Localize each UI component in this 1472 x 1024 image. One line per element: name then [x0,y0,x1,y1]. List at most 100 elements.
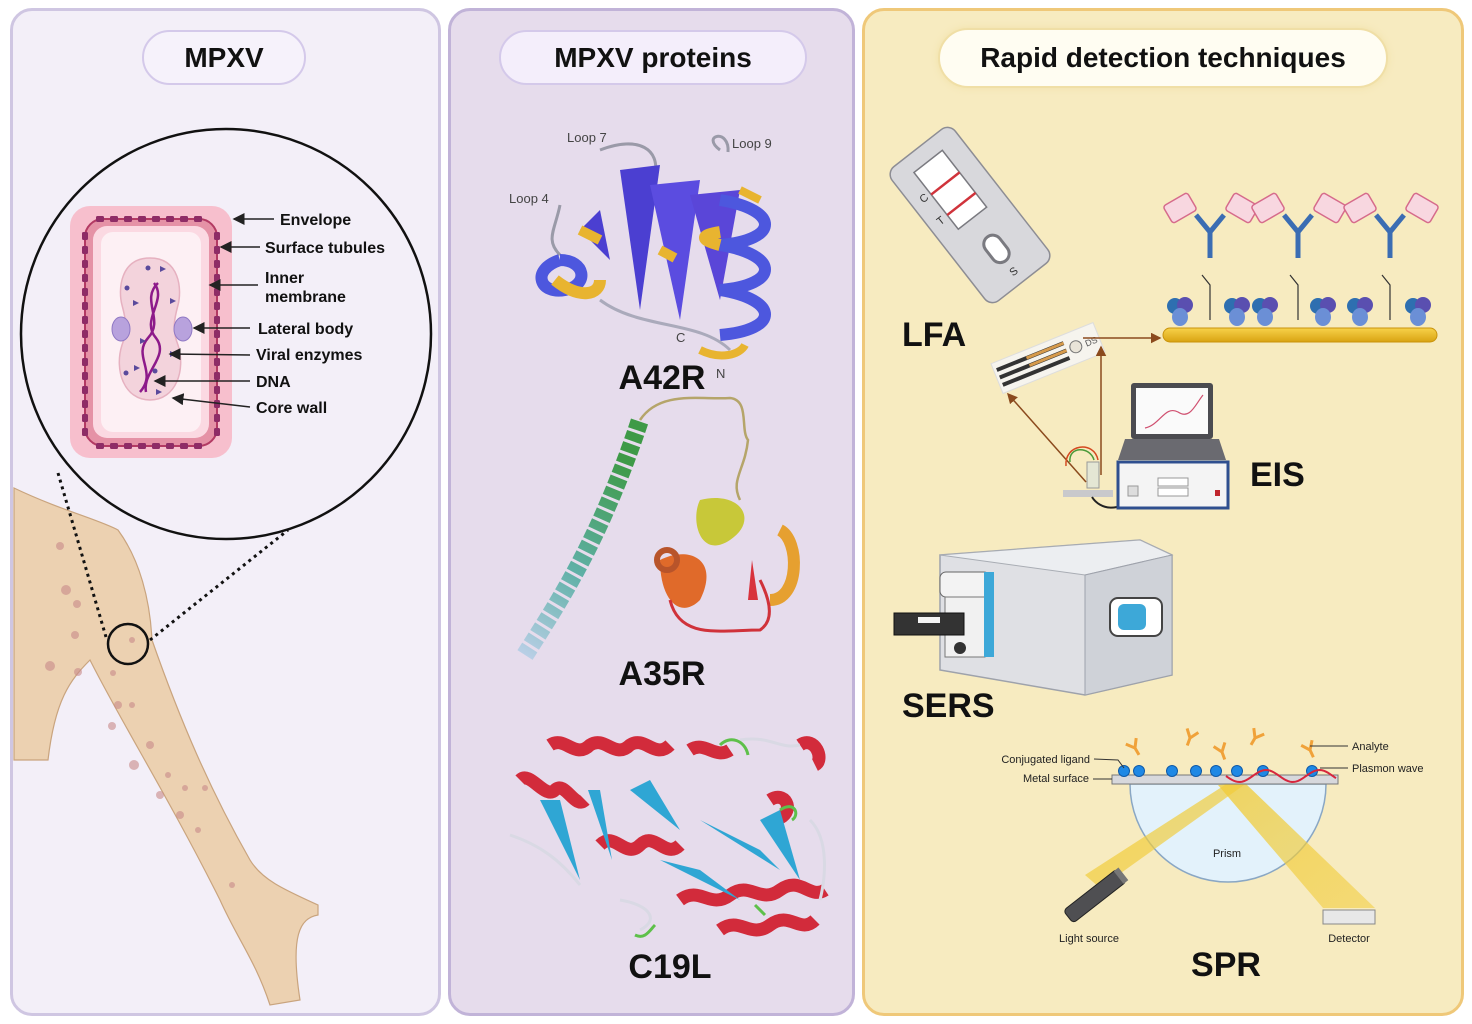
protein-blob [1167,297,1193,326]
core [118,257,182,401]
surface-tubules [82,216,220,449]
tubule [82,372,88,380]
tubule [214,372,220,380]
label-core-wall: Core wall [256,400,327,417]
zoom-guide-line [56,472,108,638]
virion-diagram [70,206,232,458]
ligand [1166,765,1178,777]
ligand [1190,765,1202,777]
virion-label-arrows [153,213,274,408]
tubule [214,400,220,408]
technique-lfa-label: LFA [902,316,966,354]
label-lateral-body: Lateral body [258,321,353,338]
control-line [930,171,961,196]
cysteine-linker [1381,274,1391,320]
tubule [180,443,188,449]
technique-spr-label: SPR [1191,946,1261,984]
lateral-body-right [173,316,193,342]
spr-conjugated-ligand-label: Conjugated ligand [1001,754,1090,766]
cysteine-linker [1289,274,1299,320]
antibody-virus-complexes [1163,192,1439,320]
conjugated-ligands [1118,765,1318,777]
tubule [214,302,220,310]
protein-a35r-label: A35R [619,655,706,693]
protein-blob [1224,297,1250,326]
protein-a42r-label: A42R [619,359,706,397]
tubule [110,216,118,222]
dna-strand [139,282,159,393]
tubule [82,288,88,296]
tubule [214,274,220,282]
tubule [214,414,220,422]
tubule [82,386,88,394]
antibody [1194,213,1226,258]
tubule [82,232,88,240]
label-viral-enzymes: Viral enzymes [256,347,363,364]
tubule [96,216,104,222]
virus-particle [1163,192,1197,224]
label-dna: DNA [256,374,291,391]
antibody-complex [1251,192,1347,320]
technique-sers-label: SERS [902,687,995,725]
panel-title-mpxv: MPXV [142,30,306,85]
tubule [152,443,160,449]
panel-title-detection: Rapid detection techniques [938,28,1388,88]
tubule [124,216,132,222]
analyte [1185,727,1200,747]
light-source [1064,867,1129,923]
tubule [214,386,220,394]
ligand [1231,765,1243,777]
protein-blob [1347,297,1373,326]
tubule [82,260,88,268]
spr-prism-label: Prism [1213,848,1241,860]
spr-detector-label: Detector [1328,933,1370,945]
tubule [214,344,220,352]
a42r-loop-4-label: Loop 4 [509,191,549,206]
tubule [124,443,132,449]
eis-workstation [1063,383,1230,510]
tubule [194,443,202,449]
antibody-complex [1163,192,1259,320]
label-inner-membrane-1: Inner [265,270,304,287]
protein-blob [1405,297,1431,326]
tubule [166,443,174,449]
tubule [214,260,220,268]
impedance-curve [1144,394,1204,429]
protein-blob [1310,297,1336,326]
lesion-focus-circle [106,622,150,666]
tubule [214,246,220,254]
spr-leader-lines [1093,745,1348,780]
lfa-test-strip: C T S [889,126,1051,304]
incident-beam [1085,783,1244,888]
tubule [82,414,88,422]
technique-eis-label: EIS [1250,456,1305,494]
a42r-c-terminus-label: C [676,330,685,345]
tubule [82,316,88,324]
tubule [82,246,88,254]
electrochemical-cell [1086,461,1100,489]
protein-c19l-structure [509,736,829,938]
blocking-proteins [1167,297,1431,326]
ligand [1118,765,1130,777]
detector [1322,909,1376,925]
antibody-complex [1343,192,1439,320]
cysteine-linker [1201,274,1211,320]
analyte [1300,739,1315,758]
protein-c19l-label: C19L [628,948,711,986]
label-inner-membrane-2: membrane [265,289,346,306]
spr-analyte-label: Analyte [1352,741,1389,753]
ligand [1210,765,1222,777]
tubule [152,216,160,222]
tubule [214,428,220,436]
tubule [96,443,104,449]
analyte [1212,741,1227,761]
tubule [214,330,220,338]
tubule [82,400,88,408]
spr-plasmon-wave-label: Plasmon wave [1352,763,1424,775]
analyte [1125,737,1141,756]
prism [1129,783,1327,883]
tubule [82,358,88,366]
a42r-loop-9-label: Loop 9 [732,136,772,151]
tubule [166,216,174,222]
protein-blob [1252,297,1278,326]
